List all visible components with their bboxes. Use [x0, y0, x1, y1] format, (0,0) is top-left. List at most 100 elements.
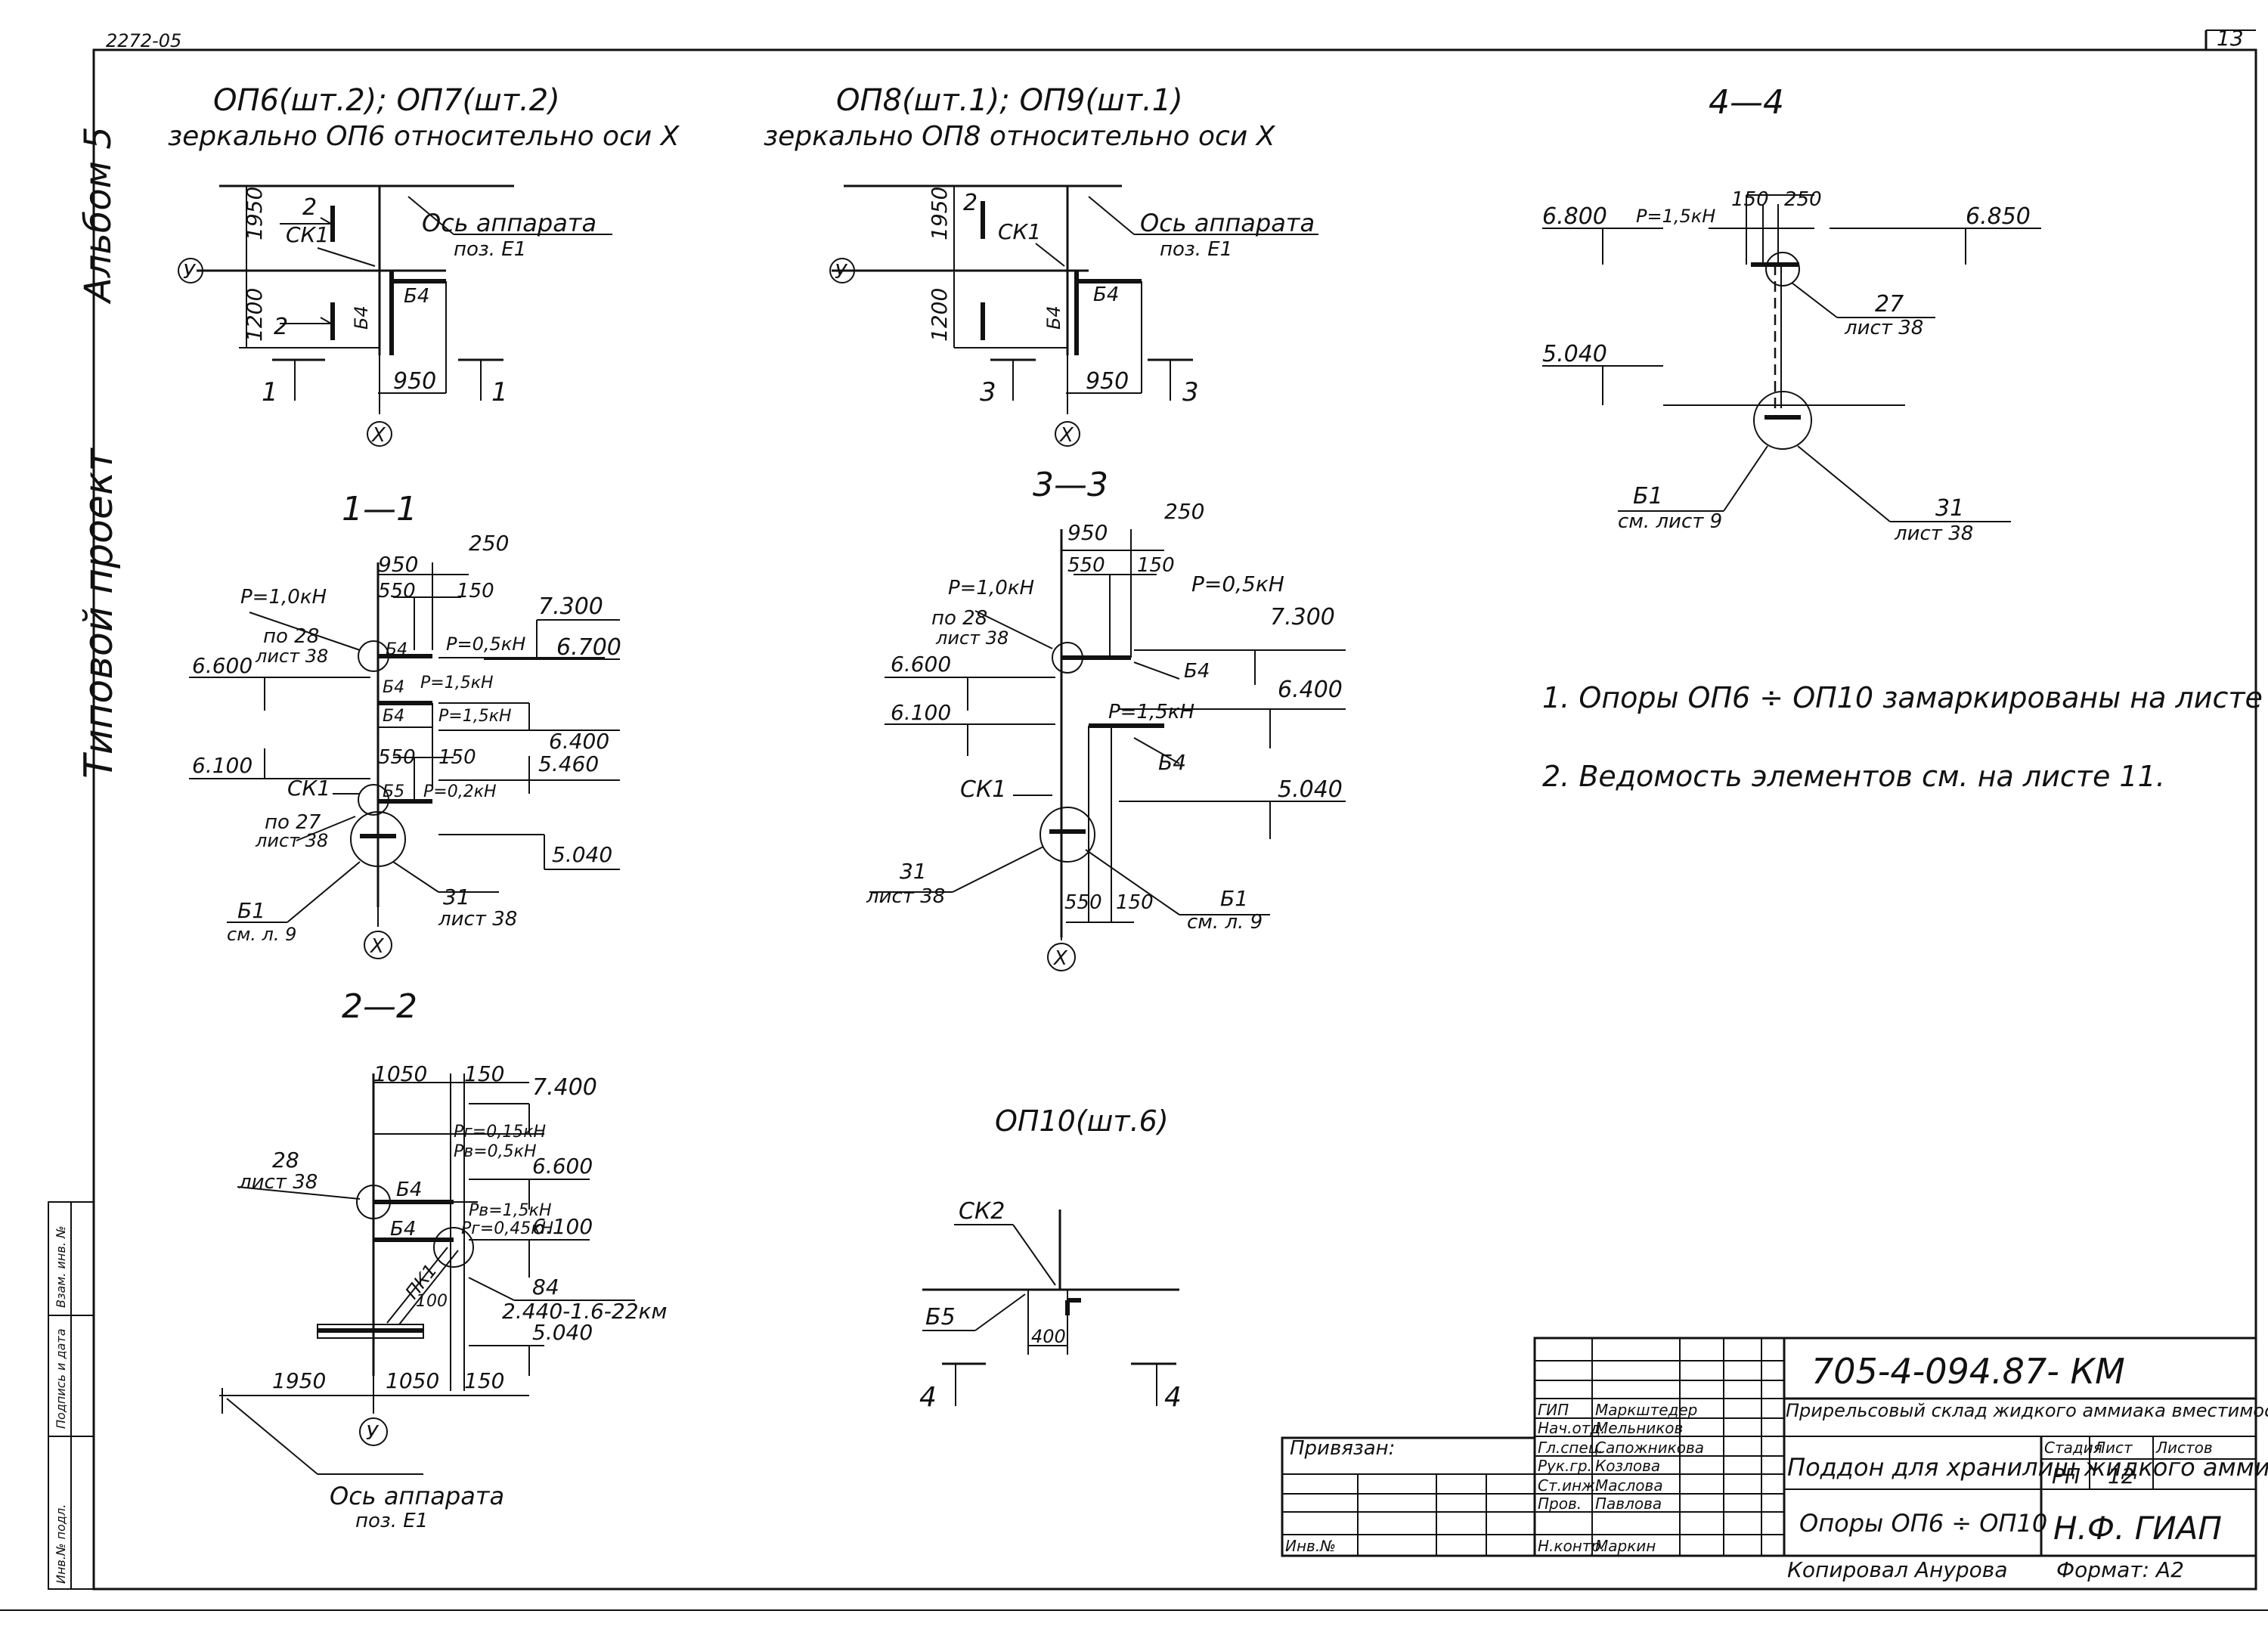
section-2-2: 2—2 1050 150 1950 1 — [219, 987, 668, 1532]
s44-level-6800: 6.800 — [1542, 203, 1607, 230]
s44-callout-27: 27 — [1875, 291, 1904, 318]
tb-name-2: Сапожникова — [1595, 1439, 1704, 1457]
s33-axis-x: Х — [1052, 947, 1068, 970]
tb-role-1: Нач.отд. — [1538, 1419, 1606, 1437]
s22-callout-b4b: Б4 — [390, 1218, 416, 1241]
s11-dim-550b: 550 — [378, 746, 416, 769]
v1-mark-b4-vert: Б4 — [351, 305, 372, 330]
tb-sheet-head: Лист — [2093, 1439, 2133, 1457]
s33-callout-po28: по 28 — [931, 607, 987, 630]
section-4-4: 4—4 150 250 6.800 6.850 5.040 P=1,5кН 27… — [1542, 83, 2041, 545]
s22-axis-label: Ось аппарата — [330, 1482, 504, 1510]
s11-callout-sk1: СК1 — [287, 776, 330, 801]
s33-callout-sheet38a: лист 38 — [935, 627, 1009, 649]
s44-callout-sheet38a: лист 38 — [1844, 317, 1923, 339]
s11-callout-b5: Б5 — [383, 782, 404, 801]
title-block: Привязан: Инв.№ 705-4-094.87- КМ Прирель… — [1281, 1337, 2268, 1582]
tb-name-5: Павлова — [1595, 1495, 1662, 1513]
v2-cut-left: 3 — [980, 377, 996, 407]
s11-dim-150a: 150 — [457, 580, 494, 603]
v1-dim-950: 950 — [393, 368, 436, 395]
s11-callout-sheet38b: лист 38 — [255, 830, 328, 851]
s33-dim-250: 250 — [1164, 499, 1204, 524]
side-label-inv: Инв.№ подл. — [54, 1504, 68, 1584]
sheet-code-top: 2272-05 — [106, 30, 181, 51]
s22-level-5040: 5.040 — [532, 1320, 593, 1345]
s44-callout-b1: Б1 — [1633, 483, 1663, 510]
tb-stage-head: Стадия — [2044, 1439, 2102, 1457]
s11-dim-550a: 550 — [378, 580, 416, 603]
tb-project-name: Прирельсовый склад жидкого аммиака вмест… — [1786, 1400, 2268, 1421]
s33-callout-sheet38b: лист 38 — [866, 885, 945, 908]
s33-dim-950: 950 — [1067, 520, 1108, 545]
s44-level-6850: 6.850 — [1966, 203, 2031, 230]
tb-role-3: Рук.гр. — [1538, 1457, 1592, 1475]
tb-sheet: 12 — [2108, 1464, 2135, 1488]
view-op6-op7: ОП6(шт.2); ОП7(шт.2) зеркально ОП6 относ… — [168, 83, 680, 447]
s22-dim-1050b: 1050 — [386, 1368, 439, 1393]
s33-level-7300: 7.300 — [1270, 604, 1335, 630]
s22-dim-150b: 150 — [464, 1368, 504, 1393]
s22-load-2: Pв=0,5кН — [454, 1142, 536, 1161]
s33-callout-b1: Б1 — [1220, 886, 1248, 911]
op10-mark-b5: Б5 — [925, 1304, 956, 1330]
album-label: Альбом 5 — [77, 126, 119, 305]
tb-sheets-head: Листов — [2155, 1439, 2213, 1457]
op10-mark-sk2: СК2 — [959, 1198, 1005, 1225]
tb-object-name: Поддон для хранилищ жидкого аммиака — [1787, 1453, 2268, 1482]
op10-cut-left: 4 — [919, 1382, 937, 1413]
tb-doc-code: 705-4-094.87- КМ — [1811, 1351, 2125, 1392]
s22-callout-b4a: Б4 — [396, 1179, 422, 1201]
s44-callout-sheet38b: лист 38 — [1894, 522, 1973, 545]
section-1-1: 1—1 — [189, 490, 621, 959]
s11-level-7300: 7.300 — [538, 593, 603, 620]
s33-dim-150b: 150 — [1116, 891, 1154, 914]
s44-dim-250: 250 — [1784, 188, 1822, 211]
tb-name-0: Маркштедер — [1595, 1401, 1697, 1419]
v1-mark-b4: Б4 — [404, 285, 429, 308]
v1-axis-x: Х — [370, 424, 386, 447]
s11-dim-150b: 150 — [438, 746, 476, 769]
s22-axis-pos: поз. Е1 — [355, 1510, 428, 1532]
v1-axis-label: Ось аппарата — [422, 209, 596, 237]
tb-format: Формат: А2 — [2056, 1557, 2184, 1582]
s22-level-6600: 6.600 — [532, 1154, 593, 1179]
s22-axis-y: У — [366, 1422, 380, 1445]
view-op10: ОП10(шт.6) СК2 Б5 400 4 4 — [919, 1104, 1182, 1413]
s22-dim-150a: 150 — [464, 1061, 504, 1086]
s22-level-7400: 7.400 — [532, 1074, 597, 1101]
s33-level-6400: 6.400 — [1278, 677, 1343, 703]
s33-callout-b4b: Б4 — [1158, 750, 1186, 775]
s11-callout-b4a: Б4 — [386, 640, 407, 659]
tb-role-0: ГИП — [1538, 1401, 1569, 1419]
s22-load-3: Pв=1,5кН — [469, 1201, 551, 1220]
v2-axis-y: У — [835, 261, 848, 283]
s22-callout-series: 2.440-1.6-22км — [502, 1299, 668, 1324]
s44-title: 4—4 — [1709, 83, 1784, 122]
s33-callout-sk1: СК1 — [960, 776, 1006, 803]
s11-load-4: P=1,5кН — [438, 707, 512, 726]
s22-dim-1950: 1950 — [272, 1368, 326, 1393]
v2-mark-b4: Б4 — [1093, 283, 1119, 306]
notes: 1. Опоры ОП6 ÷ ОП10 замаркированы на лис… — [1542, 681, 2268, 793]
v1-dim-1200: 1200 — [242, 288, 267, 342]
s11-level-5460: 5.460 — [538, 751, 599, 776]
s11-level-6100: 6.100 — [192, 753, 253, 778]
view2-title: ОП8(шт.1); ОП9(шт.1) — [836, 83, 1183, 118]
v2-cut-right: 3 — [1182, 377, 1199, 407]
v1-mark-2-top: 2 — [302, 194, 317, 221]
side-label-replace: Взам. инв. № — [54, 1225, 68, 1308]
s11-load-5: P=0,2кН — [423, 782, 497, 801]
tb-name-3: Козлова — [1595, 1457, 1660, 1475]
s11-load-2: P=0,5кН — [446, 633, 525, 655]
v2-dim-950: 950 — [1086, 368, 1129, 395]
tb-name-4: Маслова — [1595, 1476, 1663, 1495]
v2-mark-b4-vert: Б4 — [1043, 305, 1064, 330]
side-stamp: Инв.№ подл. Подпись и дата Взам. инв. № — [48, 1201, 94, 1590]
tb-name-6: Маркин — [1595, 1537, 1656, 1555]
s11-callout-sm9: см. л. 9 — [227, 924, 296, 945]
tb-role-5: Пров. — [1538, 1495, 1582, 1513]
s22-load-1: Pг=0,15кН — [454, 1123, 546, 1142]
s33-callout-b4a: Б4 — [1184, 660, 1210, 683]
tb-drawing-name: Опоры ОП6 ÷ ОП10 — [1799, 1509, 2047, 1538]
